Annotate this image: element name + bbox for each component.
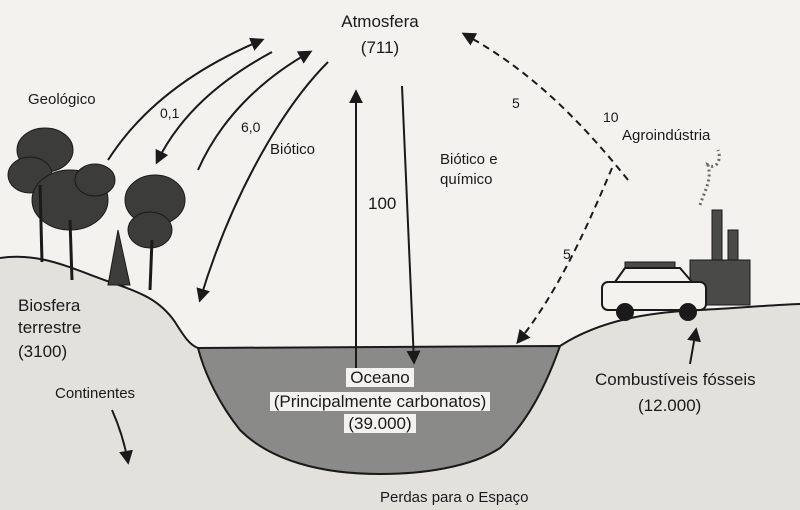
arrow-biotic-down [155, 51, 273, 165]
arrow-continents [111, 409, 133, 465]
atmosphere-value: (711) [360, 38, 400, 57]
fossil-fuels-value: (12.000) [638, 396, 702, 415]
land-biosphere-label-line2: terrestre [18, 318, 82, 337]
arrow-fossil-to-ocean [516, 167, 613, 345]
ocean-name: Oceano [346, 368, 414, 387]
ocean-detail-text: (Principalmente carbonatos) [269, 392, 491, 411]
flux-fossil-to-ocean: 5 [563, 246, 571, 262]
land-biosphere-label-line1: Biosfera [18, 296, 81, 315]
flux-geologic: 0,1 [160, 105, 180, 121]
atmosphere-label: Atmosfera [341, 12, 419, 31]
flux-agro-upper: 5 [512, 95, 520, 111]
biotic-chemical-label-line2: químico [440, 171, 493, 188]
car-illustration [601, 267, 707, 321]
ocean-label: Oceano [340, 368, 420, 387]
arrow-atmosphere-to-ocean [401, 85, 421, 365]
biotic-label: Biótico [270, 141, 316, 158]
arrow-geologic-up [107, 37, 265, 161]
arrow-biotic-return [196, 61, 329, 303]
flux-ocean-exchange: 100 [368, 194, 397, 213]
flux-agro-lower: 10 [603, 109, 619, 125]
space-losses-label: Perdas para o Espaço [380, 489, 529, 506]
fossil-fuels-label: Combustíveis fósseis [595, 370, 756, 389]
flux-biotic-land: 6,0 [241, 119, 261, 135]
ocean-value-text: (39.000) [344, 414, 416, 433]
arrow-biotic-up [197, 50, 313, 171]
arrow-agro-to-atmosphere [461, 32, 629, 181]
ocean-detail: (Principalmente carbonatos) [260, 392, 500, 411]
ocean-value: (39.000) [330, 414, 430, 433]
arrow-fossil-fuels-up [687, 327, 701, 365]
continents-label: Continentes [55, 385, 136, 402]
biotic-chemical-label-line1: Biótico e [440, 151, 498, 168]
trees-illustration [7, 127, 186, 291]
agroindustry-label: Agroindústria [622, 127, 711, 144]
land-biosphere-value: (3100) [18, 342, 68, 361]
geologic-label: Geológico [28, 91, 96, 108]
